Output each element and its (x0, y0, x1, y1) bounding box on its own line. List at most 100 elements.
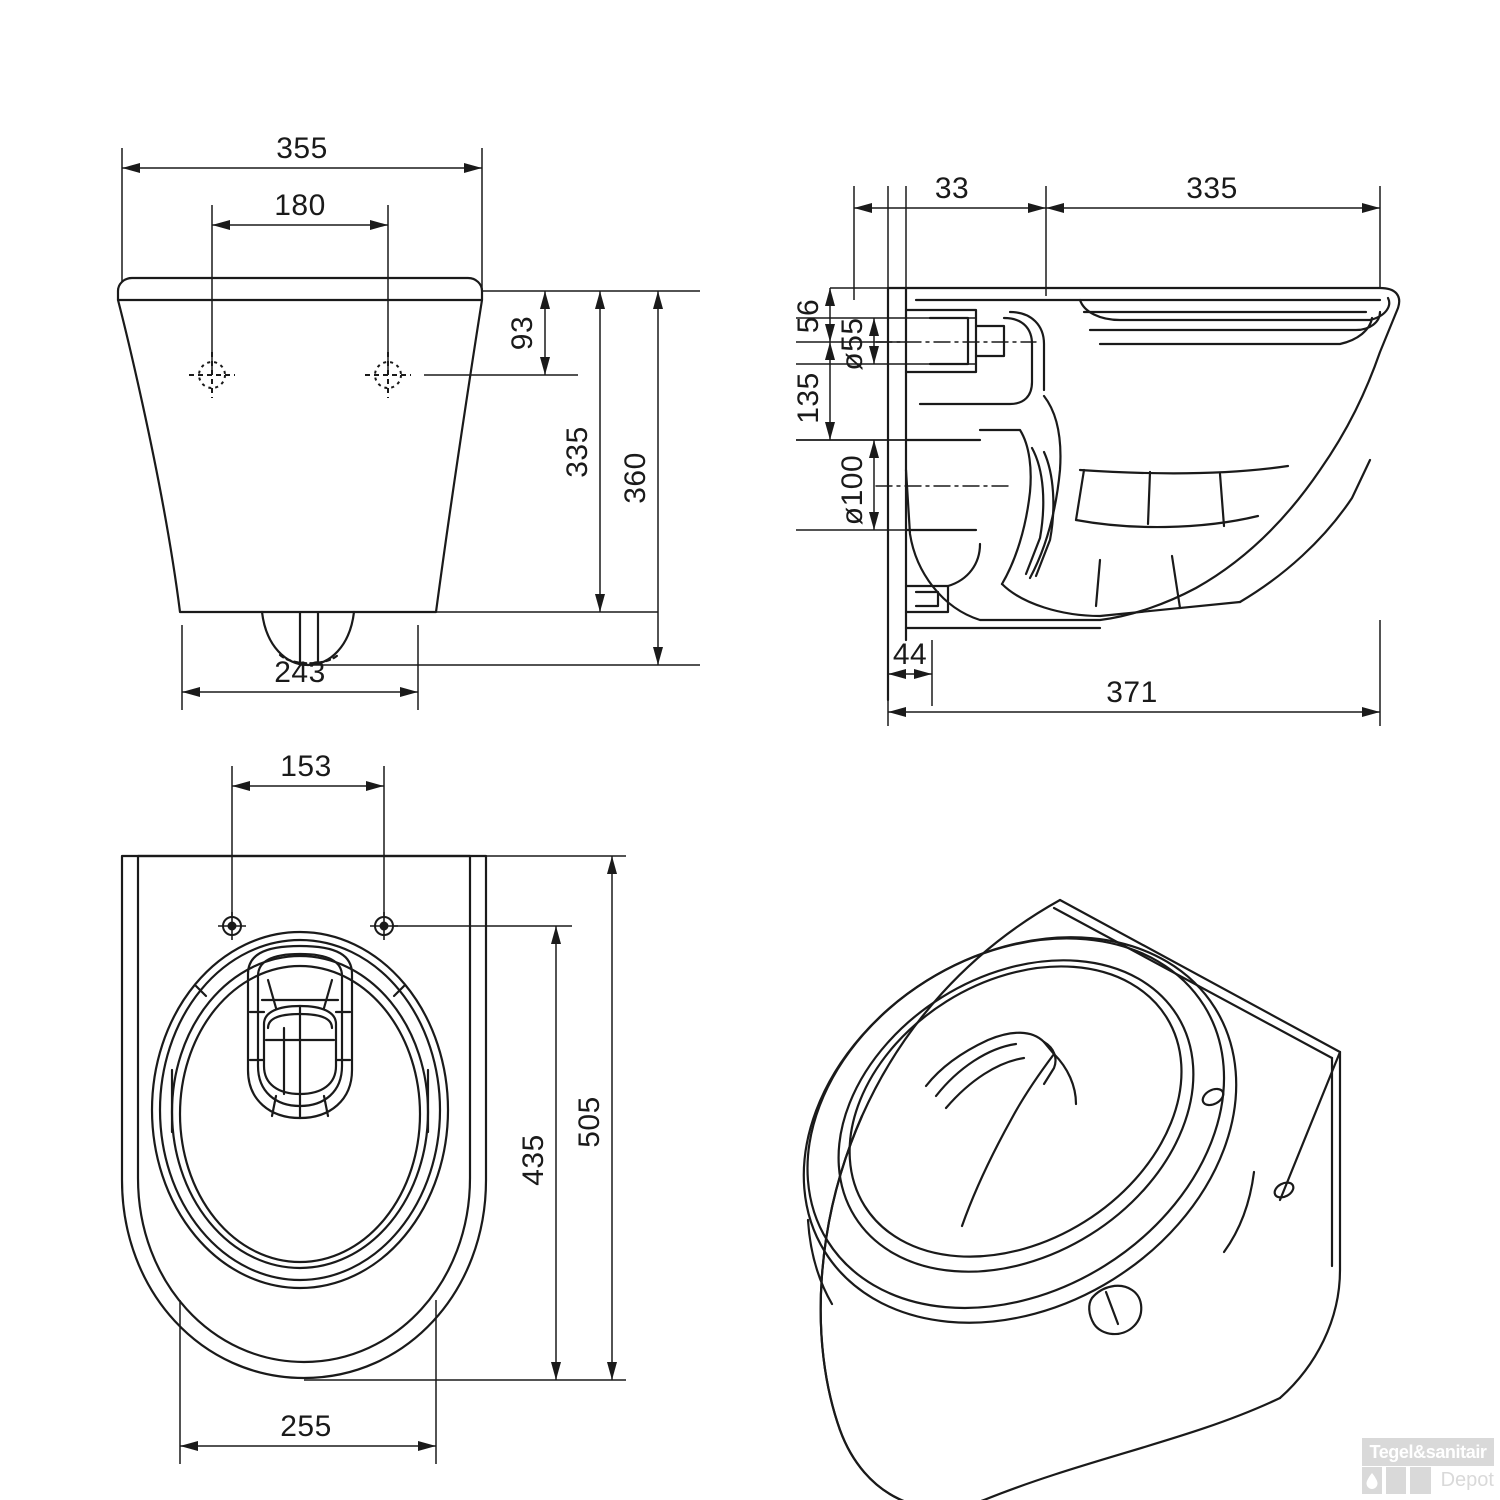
side-body-outline (886, 286, 1401, 622)
brand-band: Tegel&sanitair (1362, 1438, 1494, 1466)
dim-label-44: 44 (893, 638, 927, 671)
iso-outlet-nub (1088, 1284, 1143, 1336)
plan-sump-bot-l (270, 1094, 278, 1118)
iso-rim-join-l (806, 1218, 834, 1306)
iso-top-plate-2 (1052, 906, 1334, 1060)
iso-top-plate (1058, 898, 1342, 1202)
plan-rim-break-tr (392, 984, 406, 998)
bowl-trap-rib2 (1034, 450, 1055, 578)
bowl-cavity-left (978, 428, 1032, 586)
brand-name-secondary: Depot (1440, 1469, 1494, 1491)
dim-label-93: 93 (506, 316, 539, 350)
bowl-inner-wall (1028, 394, 1062, 580)
plan-bowl-inner (178, 964, 422, 1264)
mounting-hole-marker-right (365, 352, 411, 398)
side-section-view: 33 335 56 ø55 135 ø100 44 371 (792, 172, 1401, 726)
iso-rim-inner (837, 959, 1195, 1273)
iso-fixing-hole-1 (1201, 1087, 1225, 1107)
dim-label-335: 335 (561, 426, 594, 478)
front-body-outline (116, 276, 484, 614)
side-seat-inner2 (1088, 310, 1382, 332)
lower-lug (904, 584, 950, 614)
brand-watermark: Tegel&sanitair Depot (1342, 1438, 1494, 1494)
plan-mounting-hole-left (218, 912, 246, 940)
side-dim-arrowheads (825, 203, 1380, 717)
flush-inlet-inner (928, 316, 970, 366)
bowl-seam-4 (1074, 514, 1260, 529)
dim-label-135: 135 (792, 372, 825, 424)
plan-sump-side-l (248, 1010, 266, 1062)
plan-inner-outline (136, 854, 472, 1364)
bowl-cavity-right (1238, 458, 1372, 604)
iso-outlet-nub2 (1104, 1290, 1120, 1326)
plan-bowl-outer2 (158, 938, 442, 1282)
iso-flush-arc (1052, 1052, 1078, 1106)
plan-sump-bot-r (322, 1094, 330, 1118)
flush-inlet-neck (974, 324, 1006, 358)
iso-bowl-mouth (848, 965, 1183, 1258)
mounting-hole-marker-left (189, 352, 235, 398)
dim-label-435: 435 (517, 1134, 550, 1186)
plan-sump-outer (246, 944, 354, 1120)
dim-label-371: 371 (1106, 676, 1158, 709)
dim-label-153: 153 (280, 750, 332, 783)
bowl-seam-6 (1170, 554, 1182, 610)
dim-label-335-side: 335 (1186, 172, 1238, 205)
plan-sump-core (262, 1004, 338, 1096)
iso-flush-channel (924, 1031, 1056, 1228)
flush-channel (918, 316, 1034, 406)
isometric-view (802, 898, 1342, 1500)
plan-sump-ridge-l (266, 978, 278, 1010)
brand-name-primary: Tegel&sanitair (1369, 1441, 1487, 1462)
iso-flush-channel3 (944, 1056, 1026, 1110)
brand-square-2 (1386, 1467, 1407, 1494)
plan-outer-outline (120, 854, 488, 1380)
plan-sump-side-r (334, 1010, 352, 1062)
foot-line (946, 542, 982, 588)
brand-squares-row: Depot (1362, 1467, 1494, 1494)
plan-bowl-outer (150, 930, 450, 1290)
front-elevation-view: 355 180 93 335 360 243 (116, 132, 700, 710)
water-drop-icon (1366, 1472, 1378, 1489)
brand-square-3 (1410, 1467, 1431, 1494)
bowl-seam-3 (1218, 472, 1226, 528)
plan-mounting-hole-right (370, 912, 398, 940)
front-dim-arrowheads (122, 163, 663, 697)
dim-label-255: 255 (280, 1410, 332, 1443)
iso-rim-outer (802, 936, 1238, 1324)
dim-label-355: 355 (276, 132, 328, 165)
dim-label-56: 56 (792, 299, 825, 333)
dim-label-243: 243 (274, 656, 326, 689)
plan-dim-arrowheads (180, 781, 617, 1451)
plan-view: 153 435 505 255 (120, 750, 626, 1464)
side-seat-edge (1098, 316, 1374, 346)
dim-label-33: 33 (935, 172, 969, 205)
iso-rim-join-r (1222, 1170, 1256, 1254)
bowl-seam-2 (1146, 470, 1152, 526)
bowl-trap-rib (1024, 446, 1045, 576)
bowl-rim-inner (1078, 464, 1290, 475)
bowl-cavity-floor (1000, 582, 1242, 618)
iso-body-outline (819, 898, 1282, 1500)
iso-body-left (819, 1114, 864, 1432)
plan-sump-ridge-r (322, 978, 334, 1010)
brand-square-drop (1362, 1467, 1383, 1494)
plan-rim-break-tl (194, 984, 208, 998)
iso-body-bottom (838, 1428, 986, 1500)
dim-label-180: 180 (274, 189, 326, 222)
lower-lug-hole (914, 590, 940, 608)
dim-label-360: 360 (619, 452, 652, 504)
front-outlet-dashed (278, 653, 340, 665)
flush-inlet-block (904, 308, 978, 374)
iso-top-edge-right (1278, 1050, 1342, 1400)
dim-label-505: 505 (573, 1096, 606, 1148)
dim-label-55: ø55 (836, 317, 869, 370)
iso-rim-outer2 (806, 937, 1226, 1310)
bowl-seam-5 (1094, 558, 1102, 608)
bowl-seam-1 (1074, 468, 1086, 522)
dim-label-100: ø100 (836, 455, 869, 525)
iso-flush-channel2 (934, 1042, 1018, 1098)
iso-fixing-hole-2 (1273, 1181, 1295, 1199)
side-seat-outer (1078, 296, 1391, 322)
